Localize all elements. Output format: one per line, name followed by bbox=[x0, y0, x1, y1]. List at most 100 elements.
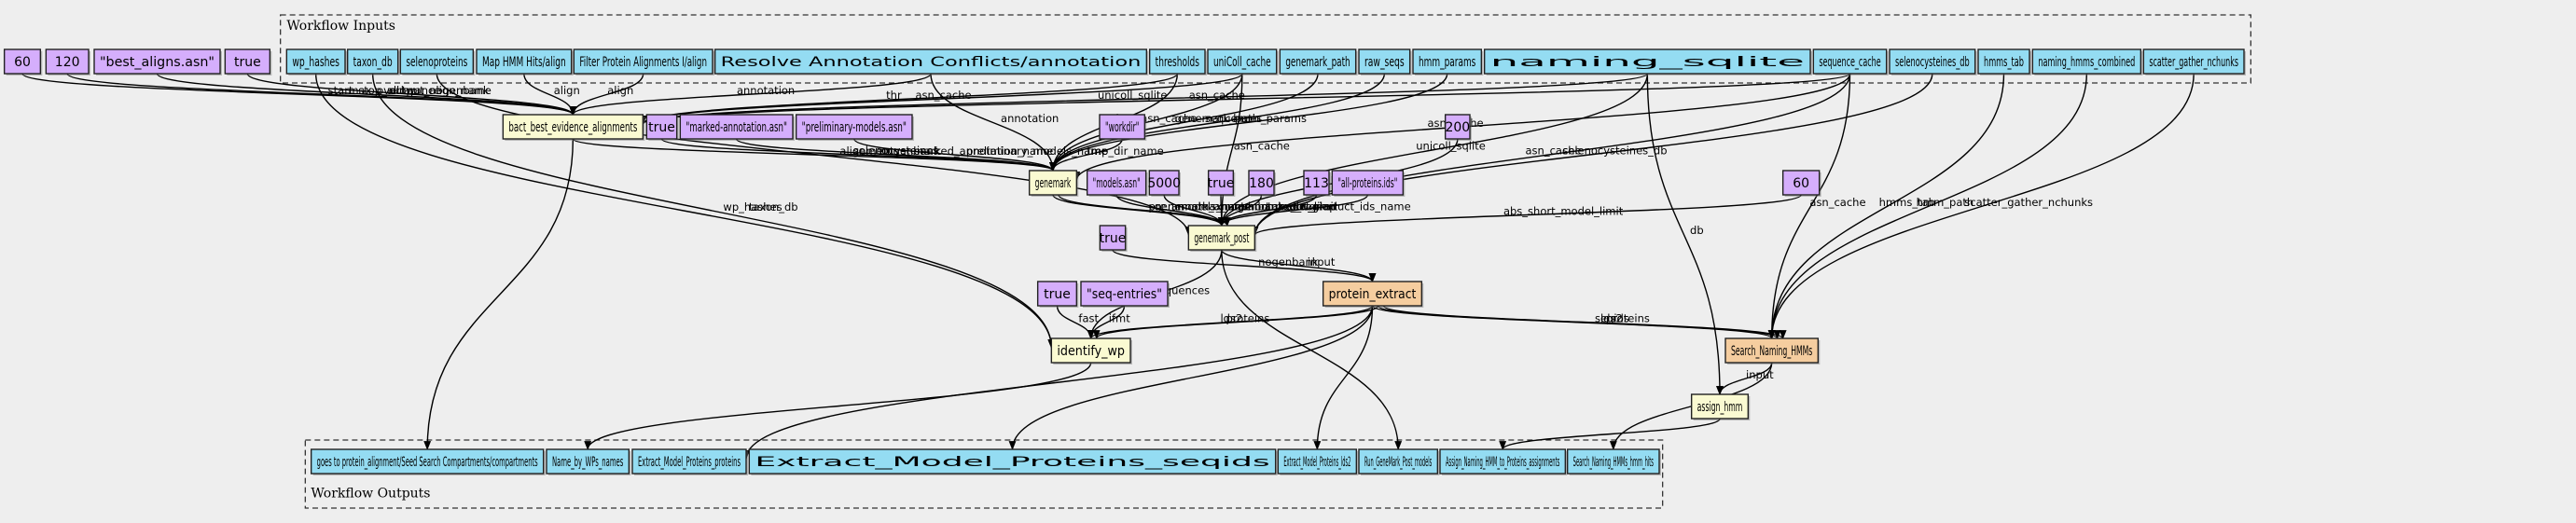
node-box[interactable] bbox=[1099, 114, 1146, 140]
node-box[interactable] bbox=[1028, 170, 1078, 196]
node-box[interactable] bbox=[1248, 170, 1275, 196]
node-box[interactable] bbox=[1277, 448, 1358, 475]
input-node-resolve[interactable]: Resolve Annotation Conflicts/annotation bbox=[713, 48, 1149, 76]
input-node-selenocysteines-db[interactable]: selenocysteines_db bbox=[1889, 48, 1977, 76]
node-box[interactable] bbox=[1412, 48, 1483, 75]
node-box[interactable] bbox=[573, 48, 713, 75]
constant-node-cseqent[interactable]: "seq-entries" bbox=[1080, 281, 1170, 308]
node-box[interactable] bbox=[399, 48, 475, 75]
input-node-thresholds[interactable]: thresholds bbox=[1148, 48, 1207, 76]
node-box[interactable] bbox=[1690, 393, 1750, 420]
constant-node-ctrue2[interactable]: true bbox=[645, 114, 679, 141]
node-box[interactable] bbox=[1207, 170, 1235, 196]
node-box[interactable] bbox=[748, 448, 1277, 475]
output-node-o-seqids[interactable]: Extract_Model_Proteins_seqids bbox=[748, 448, 1278, 475]
constant-node-cmodels[interactable]: "models.asn" bbox=[1086, 170, 1148, 197]
node-box[interactable] bbox=[476, 48, 573, 75]
node-box[interactable] bbox=[1303, 170, 1330, 196]
constant-node-c60a[interactable]: 60 bbox=[3, 48, 43, 76]
step-node-assign-hmm[interactable]: assign_hmm bbox=[1690, 393, 1751, 420]
input-node-sequence-cache[interactable]: sequence_cache bbox=[1812, 48, 1889, 76]
constant-node-c60b[interactable]: 60 bbox=[1781, 170, 1821, 197]
output-node-o-lds2[interactable]: Extract_Model_Proteins_lds2 bbox=[1277, 448, 1359, 475]
constant-node-c5000[interactable]: 5000 bbox=[1147, 170, 1181, 197]
node-box[interactable] bbox=[1781, 170, 1821, 196]
node-box[interactable] bbox=[1977, 48, 2030, 75]
node-box[interactable] bbox=[285, 48, 346, 75]
node-box[interactable] bbox=[1207, 48, 1278, 75]
node-box[interactable] bbox=[310, 448, 545, 475]
input-node-genemark-path[interactable]: genemark_path bbox=[1279, 48, 1358, 76]
step-node-genemark-post[interactable]: genemark_post bbox=[1187, 225, 1257, 252]
constant-node-c180[interactable]: 180 bbox=[1248, 170, 1276, 197]
output-node-o-proteins[interactable]: Extract_Model_Proteins_proteins bbox=[631, 448, 748, 475]
step-node-protein-extract[interactable]: protein_extract bbox=[1322, 281, 1424, 308]
node-box[interactable] bbox=[1724, 337, 1820, 364]
output-node-o-compart[interactable]: goes to protein_alignment/Seed Search Co… bbox=[310, 448, 546, 475]
output-node-o-hits[interactable]: Search_Naming_HMMs_hmm_hits bbox=[1566, 448, 1661, 475]
node-box[interactable] bbox=[1889, 48, 1976, 75]
node-box[interactable] bbox=[1099, 225, 1127, 251]
input-node-hmms-tab[interactable]: hmms_tab bbox=[1977, 48, 2031, 76]
step-node-genemark[interactable]: genemark bbox=[1028, 170, 1079, 197]
input-node-naming-hmms-combined[interactable]: naming_hmms_combined bbox=[2031, 48, 2143, 76]
node-box[interactable] bbox=[1812, 48, 1888, 75]
node-box[interactable] bbox=[631, 448, 747, 475]
node-box[interactable] bbox=[1187, 225, 1256, 251]
node-box[interactable] bbox=[679, 114, 794, 140]
node-box[interactable] bbox=[1148, 170, 1180, 196]
node-box[interactable] bbox=[1358, 448, 1439, 475]
node-box[interactable] bbox=[1566, 448, 1660, 475]
node-box[interactable] bbox=[346, 48, 399, 75]
output-node-o-names[interactable]: Name_by_WPs_names bbox=[546, 448, 631, 475]
constant-node-ctrue5[interactable]: true bbox=[1036, 281, 1079, 308]
node-box[interactable] bbox=[645, 114, 678, 140]
input-node-filterprot[interactable]: Filter Protein Alignments I/align bbox=[573, 48, 714, 76]
input-node-taxon-db[interactable]: taxon_db bbox=[346, 48, 400, 76]
step-node-search-hmms[interactable]: Search_Naming_HMMs bbox=[1724, 337, 1821, 365]
node-box[interactable] bbox=[795, 114, 913, 140]
output-node-o-assign[interactable]: Assign_Naming_HMM_to_Proteins_assignment… bbox=[1439, 448, 1568, 475]
constant-node-c200[interactable]: 200 bbox=[1444, 114, 1472, 141]
node-box[interactable] bbox=[1439, 448, 1567, 475]
constant-node-ctrue3[interactable]: true bbox=[1207, 170, 1236, 197]
node-box[interactable] bbox=[1036, 281, 1078, 307]
constant-node-cprelim[interactable]: "preliminary-models.asn" bbox=[795, 114, 914, 141]
node-box[interactable] bbox=[1148, 48, 1206, 75]
output-node-o-models[interactable]: Run_GeneMark_Post_models bbox=[1358, 448, 1440, 475]
node-box[interactable] bbox=[2031, 48, 2142, 75]
constant-node-cmarked[interactable]: "marked-annotation.asn" bbox=[679, 114, 795, 141]
node-box[interactable] bbox=[224, 48, 271, 75]
node-box[interactable] bbox=[1322, 281, 1423, 307]
input-node-wp-hashes[interactable]: wp_hashes bbox=[285, 48, 347, 76]
input-node-selenoproteins[interactable]: selenoproteins bbox=[399, 48, 476, 76]
node-box[interactable] bbox=[546, 448, 630, 475]
step-node-bact[interactable]: bact_best_evidence_alignments bbox=[502, 114, 645, 141]
node-box[interactable] bbox=[93, 48, 221, 75]
node-box[interactable] bbox=[1050, 337, 1131, 364]
node-box[interactable] bbox=[1279, 48, 1357, 75]
constant-node-cworkdir[interactable]: "workdir" bbox=[1099, 114, 1147, 141]
node-box[interactable] bbox=[1358, 48, 1411, 75]
constant-node-callprot[interactable]: "all-proteins.ids" bbox=[1331, 170, 1406, 197]
constant-node-cbest[interactable]: "best_aligns.asn" bbox=[93, 48, 222, 76]
input-node-maphmm[interactable]: Map HMM Hits/align bbox=[476, 48, 574, 76]
input-node-naming-sqlite[interactable]: naming_sqlite bbox=[1483, 48, 1812, 76]
node-box[interactable] bbox=[502, 114, 644, 140]
constant-node-ctrue4[interactable]: true bbox=[1099, 225, 1128, 252]
node-box[interactable] bbox=[1086, 170, 1147, 196]
input-node-unicoll-cache[interactable]: uniColl_cache bbox=[1207, 48, 1279, 76]
input-node-scatter-gather-nchunks[interactable]: scatter_gather_nchunks bbox=[2142, 48, 2246, 76]
input-node-hmm-params[interactable]: hmm_params bbox=[1412, 48, 1484, 76]
constant-node-c113[interactable]: 113 bbox=[1303, 170, 1331, 197]
node-box[interactable] bbox=[1483, 48, 1811, 75]
constant-node-c120[interactable]: 120 bbox=[45, 48, 90, 76]
node-box[interactable] bbox=[45, 48, 90, 75]
node-box[interactable] bbox=[1331, 170, 1405, 196]
input-node-raw-seqs[interactable]: raw_seqs bbox=[1358, 48, 1412, 76]
node-box[interactable] bbox=[1444, 114, 1471, 140]
constant-node-ctrue1[interactable]: true bbox=[224, 48, 272, 76]
node-box[interactable] bbox=[713, 48, 1148, 75]
node-box[interactable] bbox=[2142, 48, 2245, 75]
node-box[interactable] bbox=[1080, 281, 1169, 307]
